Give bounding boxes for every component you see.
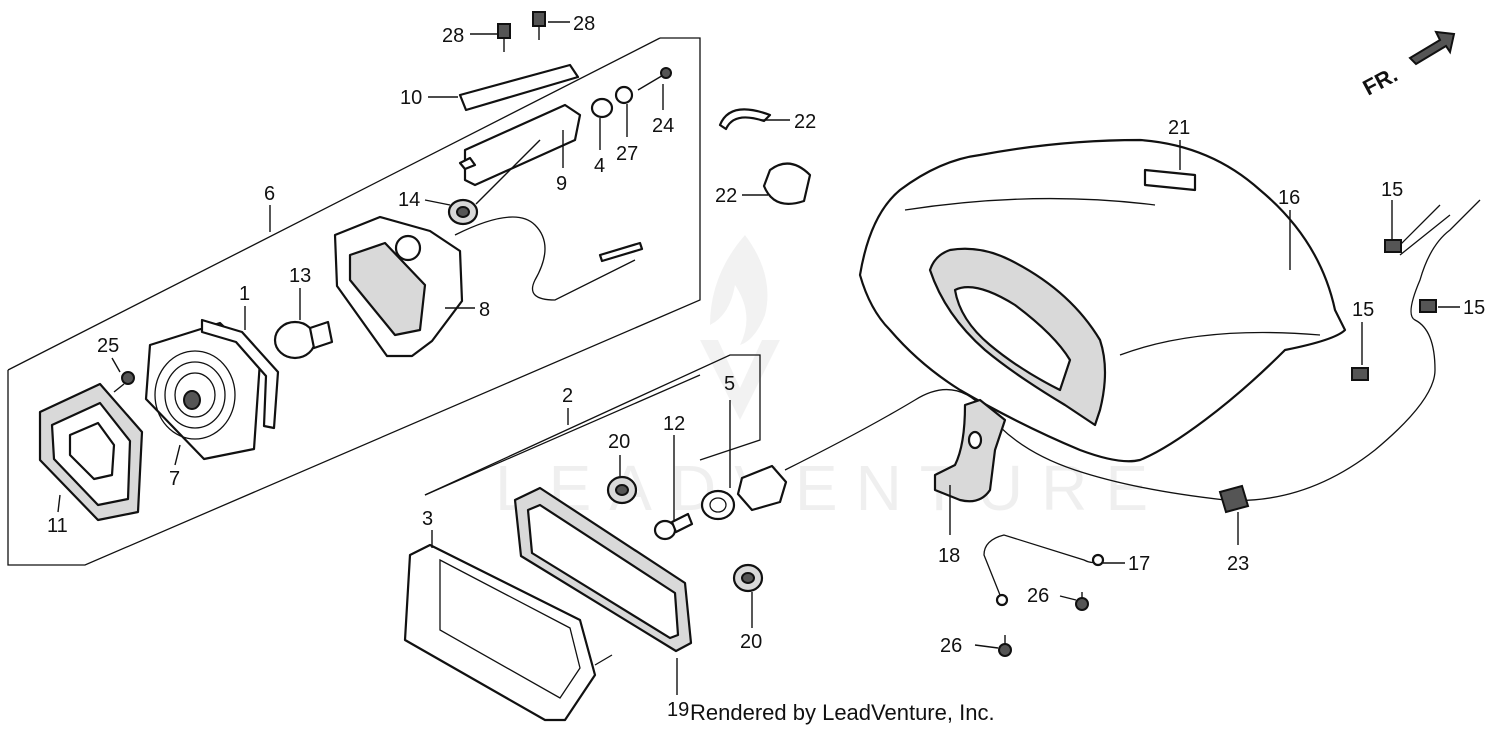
part-15-clamps xyxy=(1351,239,1437,381)
part-10-stay xyxy=(458,63,580,112)
callout-1: 1 xyxy=(239,283,250,305)
license-light-assembly-frame xyxy=(424,354,761,496)
callout-10: 10 xyxy=(400,87,422,109)
callout-labels: 28 28 10 9 4 27 24 22 22 14 6 13 1 25 8 … xyxy=(47,13,1485,721)
callout-5: 5 xyxy=(724,373,735,395)
part-27-washer xyxy=(614,85,634,105)
part-1-gasket xyxy=(200,318,280,430)
part-5-socket xyxy=(700,464,788,521)
part-25-screw xyxy=(113,371,135,393)
part-16-rear-fender xyxy=(858,138,1347,463)
callout-7: 7 xyxy=(169,468,180,490)
callout-15-middle: 15 xyxy=(1352,299,1374,321)
part-23-clip xyxy=(1218,484,1250,514)
rendered-by-footer: Rendered by LeadVenture, Inc. xyxy=(690,700,995,725)
callout-28-right: 28 xyxy=(573,13,595,35)
callout-15-top: 15 xyxy=(1381,179,1403,201)
callout-18: 18 xyxy=(938,545,960,567)
part-17-wire-stay xyxy=(983,534,1105,607)
callout-26-left: 26 xyxy=(940,635,962,657)
callout-15-right: 15 xyxy=(1463,297,1485,319)
part-21-label xyxy=(1143,168,1197,192)
part-20-grommet-upper xyxy=(606,475,638,505)
part-24-bolt xyxy=(637,67,672,91)
part-3-license-lens xyxy=(403,543,613,722)
part-22-clip-lower xyxy=(762,162,812,205)
tail-light-wiring xyxy=(454,216,644,301)
part-22-clip-upper xyxy=(718,108,772,131)
part-14-grommet xyxy=(447,198,479,226)
callout-8: 8 xyxy=(479,299,490,321)
part-26-screws xyxy=(998,592,1089,657)
part-13-bulb xyxy=(273,320,334,360)
callout-12: 12 xyxy=(663,413,685,435)
callout-22-lower: 22 xyxy=(715,185,737,207)
callout-26-right: 26 xyxy=(1027,585,1049,607)
front-direction-indicator: FR. xyxy=(1359,30,1456,101)
callout-6: 6 xyxy=(264,183,275,205)
callout-27: 27 xyxy=(616,143,638,165)
callout-22-upper: 22 xyxy=(794,111,816,133)
callout-9: 9 xyxy=(556,173,567,195)
part-7-tail-lens xyxy=(144,321,262,461)
tail-light-assembly-frame xyxy=(7,37,701,566)
callout-16: 16 xyxy=(1278,187,1300,209)
callout-14: 14 xyxy=(398,189,420,211)
callout-19: 19 xyxy=(667,699,689,721)
callout-4: 4 xyxy=(594,155,605,177)
part-19-gasket xyxy=(513,486,693,653)
leader-lines xyxy=(57,21,1460,695)
callout-20-upper: 20 xyxy=(608,431,630,453)
part-4-collar xyxy=(590,97,614,119)
callout-24: 24 xyxy=(652,115,674,137)
callout-28-left: 28 xyxy=(442,25,464,47)
callout-3: 3 xyxy=(422,508,433,530)
callout-17: 17 xyxy=(1128,553,1150,575)
part-18-bracket xyxy=(933,398,1007,503)
callout-2: 2 xyxy=(562,385,573,407)
callout-20-lower: 20 xyxy=(740,631,762,653)
part-20-grommet-lower xyxy=(732,563,764,593)
front-direction-label: FR. xyxy=(1359,62,1402,101)
watermark-text: LEADVENTURE xyxy=(495,452,1166,524)
callout-21: 21 xyxy=(1168,117,1190,139)
part-9-bracket xyxy=(458,103,582,187)
callout-23: 23 xyxy=(1227,553,1249,575)
part-28-bolts xyxy=(497,11,546,52)
part-11-lens-rim xyxy=(38,382,144,522)
callout-11: 11 xyxy=(47,515,68,537)
callout-25: 25 xyxy=(97,335,119,357)
part-12-bulb xyxy=(653,512,694,541)
callout-13: 13 xyxy=(289,265,311,287)
part-8-light-case xyxy=(333,215,464,358)
